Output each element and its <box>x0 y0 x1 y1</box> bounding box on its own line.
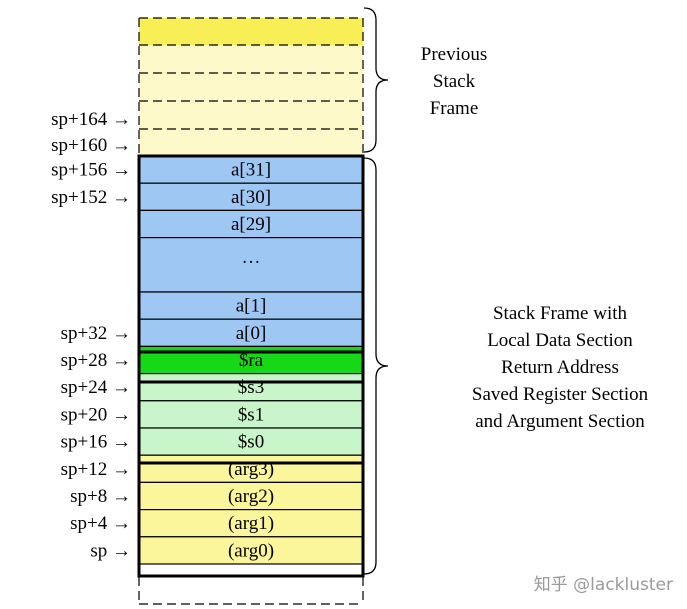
current-frame-brace <box>363 157 389 575</box>
current-frame-label-line-5: and Argument Section <box>475 411 645 432</box>
offset-label: sp → <box>90 540 131 561</box>
previous-slot-fill <box>139 45 363 155</box>
previous-frame-label-line-1: Previous <box>421 44 488 65</box>
offset-label: sp+32 → <box>61 323 131 344</box>
offset-label: sp+28 → <box>61 350 131 371</box>
offset-label: sp+24 → <box>61 377 131 398</box>
offset-label: sp+12 → <box>61 459 131 480</box>
stack-slot <box>138 155 364 184</box>
stack-slot-label: (arg1) <box>228 513 274 534</box>
previous-frame-brace <box>363 7 389 153</box>
offset-label: sp+164 → <box>51 109 131 130</box>
stack-slot-label: (arg0) <box>228 540 274 561</box>
current-frame-label-line-1: Stack Frame with <box>493 303 628 324</box>
stack-slot-label: $s3 <box>238 377 264 398</box>
stack-slot <box>138 427 364 456</box>
stack-slot-label: a[0] <box>236 323 267 344</box>
stack-slot-label: (arg2) <box>228 486 274 507</box>
offset-label: sp+152 → <box>51 187 131 208</box>
previous-frame-label-line-3: Frame <box>430 98 479 119</box>
current-frame-label-line-2: Local Data Section <box>487 330 633 351</box>
stack-slot-label: $ra <box>239 350 264 371</box>
stack-slot-label: a[1] <box>236 296 267 317</box>
offset-label: sp+16 → <box>61 432 131 453</box>
stack-slot-label: a[29] <box>231 214 271 235</box>
offset-label: sp+160 → <box>51 135 131 156</box>
current-frame-label-line-4: Saved Register Section <box>472 384 649 405</box>
previous-slot <box>139 18 363 45</box>
stack-slot <box>138 536 364 565</box>
stack-slot-label: a[30] <box>231 187 271 208</box>
current-stack-frame: a[31] sp+156 → a[30] sp+152 → a[29] … a[1] a[0]… <box>51 155 364 565</box>
offset-label: sp+4 → <box>70 513 131 534</box>
offset-label: sp+20 → <box>61 404 131 425</box>
current-frame-label-line-3: Return Address <box>501 357 619 378</box>
stack-slot-label: … <box>242 247 261 268</box>
stack-slot-label: $s0 <box>238 432 264 453</box>
watermark: 知乎 @lackluster <box>534 575 673 595</box>
stack-slot-label: a[31] <box>231 160 271 181</box>
offset-label: sp+8 → <box>70 486 131 507</box>
offset-label: sp+156 → <box>51 160 131 181</box>
stack-slot-label: $s1 <box>238 404 264 425</box>
previous-frame-label-line-2: Stack <box>433 71 476 92</box>
stack-slot <box>138 454 364 484</box>
slot-below-sp <box>138 577 364 605</box>
previous-stack-frame: Previous Stack Frame sp+164 → sp+160 → <box>51 7 488 156</box>
section-borders <box>137 154 365 578</box>
